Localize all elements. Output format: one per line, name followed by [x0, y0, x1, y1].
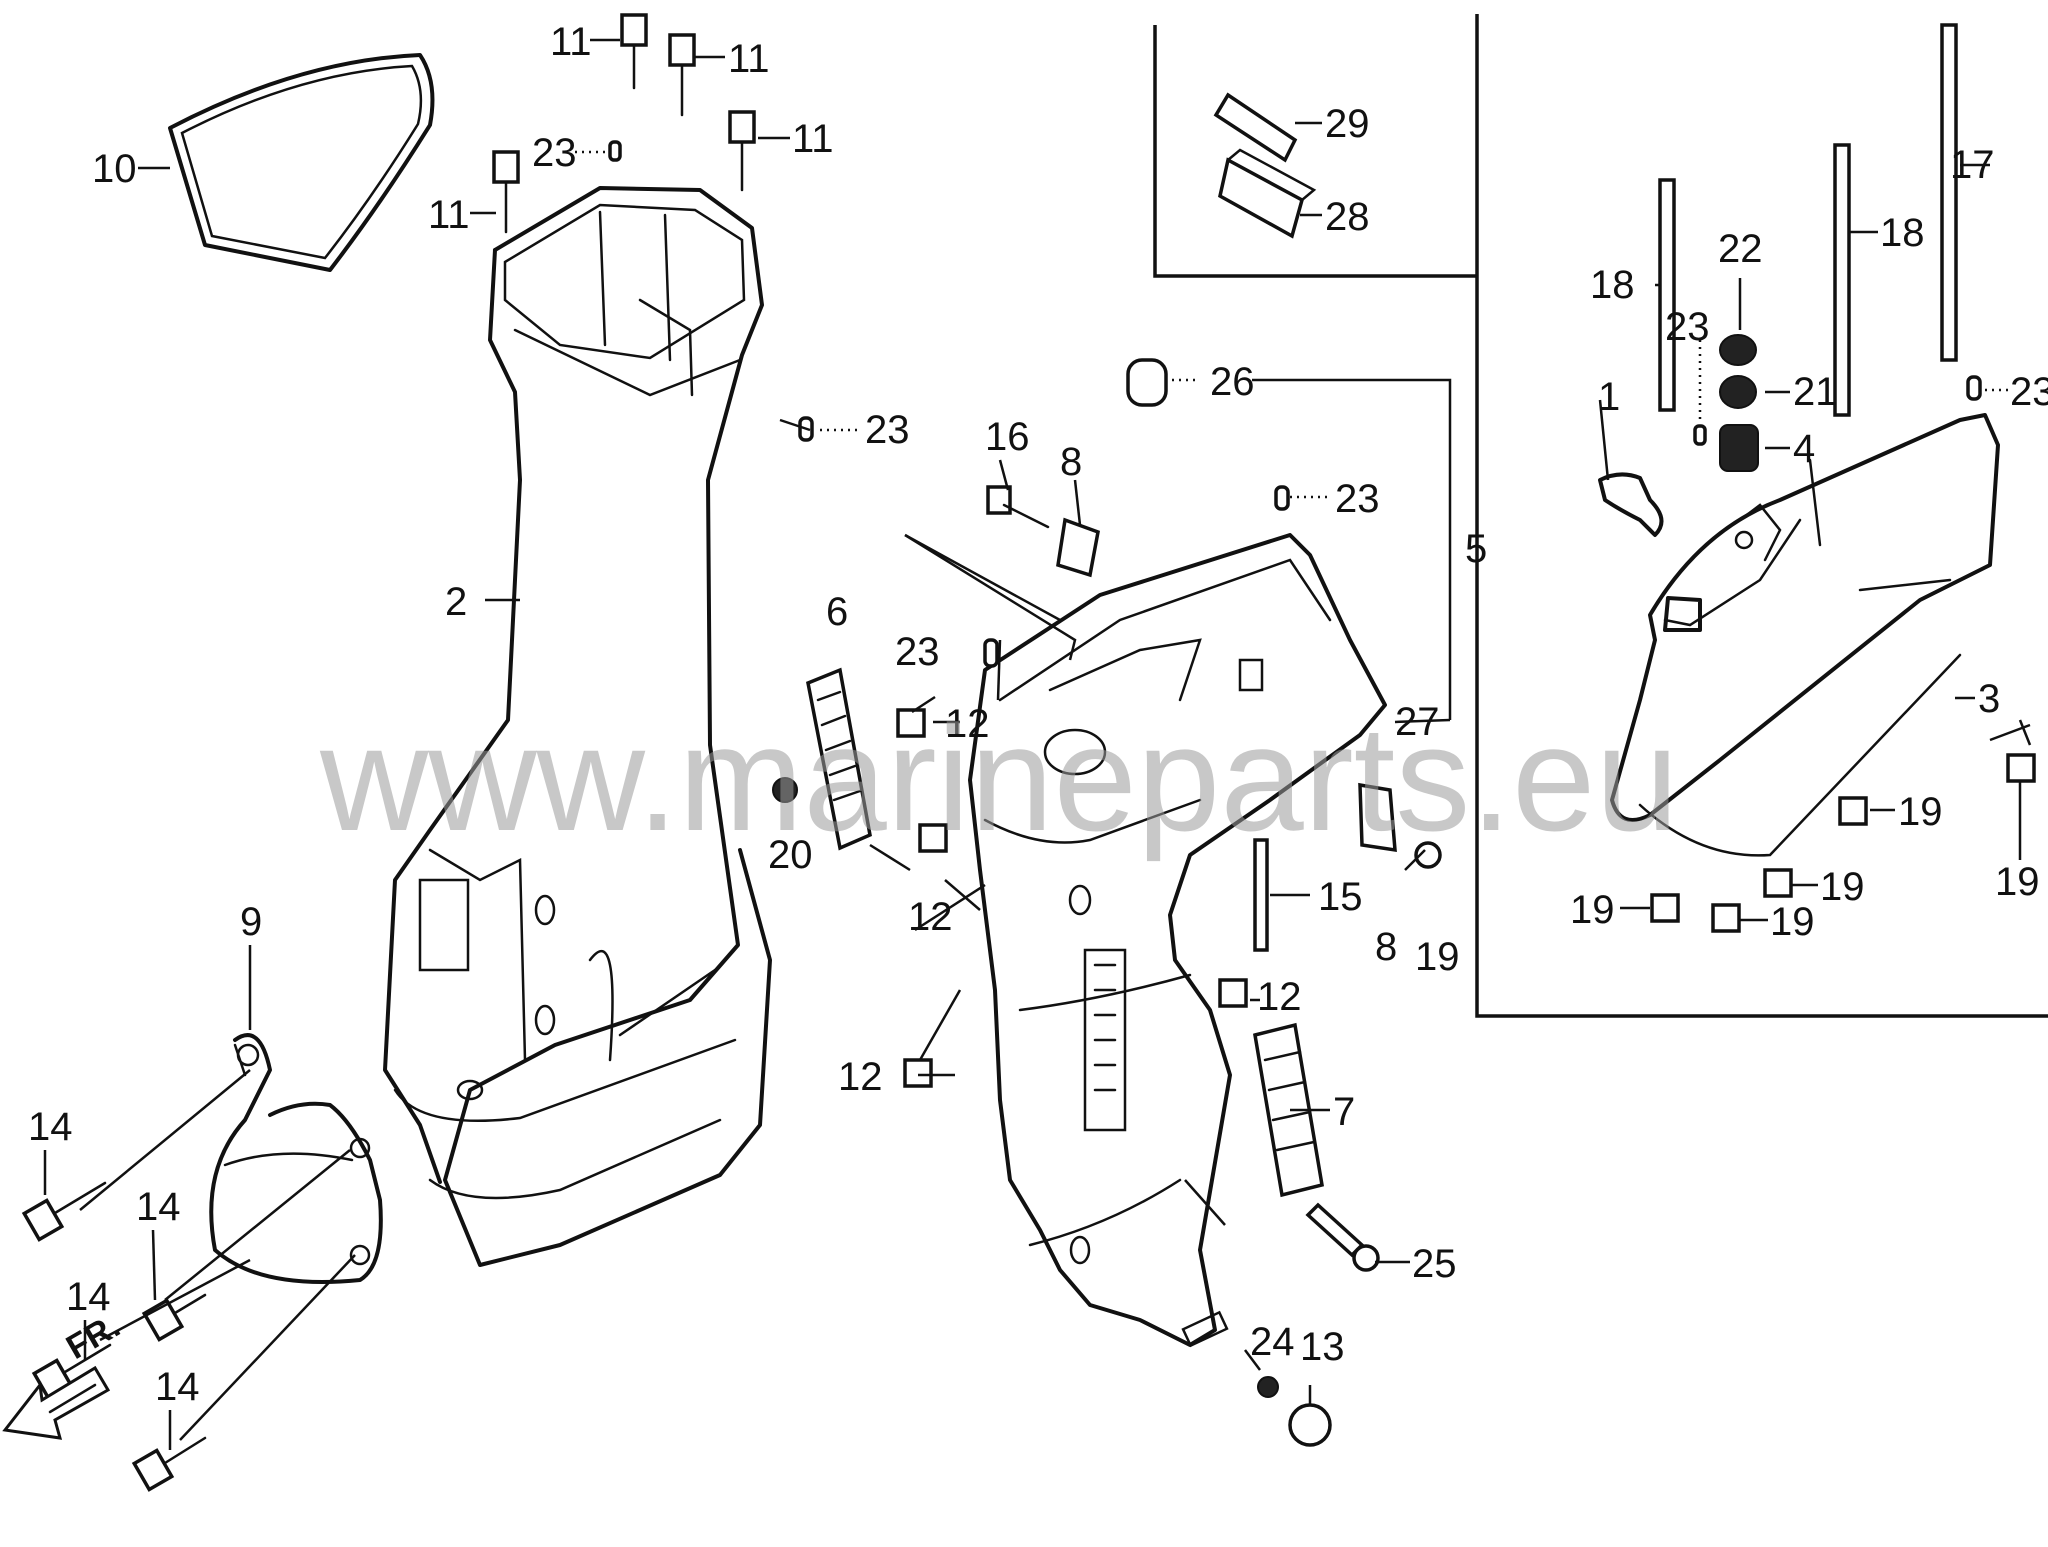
callout-22: 22 — [1718, 227, 1763, 271]
part-7-grille — [1253, 1022, 1324, 1198]
callout-9: 9 — [240, 900, 262, 944]
callout-8: 8 — [1375, 925, 1397, 969]
callout-14: 14 — [28, 1105, 73, 1149]
watermark: www.marineparts.eu — [319, 694, 1679, 862]
part-18-stud-left — [1658, 178, 1676, 412]
part-2-extension-case — [383, 186, 772, 1267]
callout-18: 18 — [1590, 263, 1635, 307]
callout-12: 12 — [838, 1055, 883, 1099]
part-8-damper — [1056, 517, 1100, 578]
part-29-grommet — [1213, 92, 1298, 163]
callout-17: 17 — [1950, 143, 1995, 187]
callout-28: 28 — [1325, 195, 1370, 239]
callout-11: 11 — [792, 117, 834, 161]
callout-19: 19 — [1898, 790, 1943, 834]
inset-frame-large — [1475, 14, 2048, 1018]
callout-12: 12 — [1257, 975, 1302, 1019]
callout-11: 11 — [428, 193, 470, 237]
part-20-washer — [772, 777, 798, 803]
callout-12: 12 — [945, 702, 990, 746]
part-19-nuts — [1414, 753, 2036, 933]
callout-20: 20 — [768, 833, 813, 877]
part-4-collar — [1719, 424, 1759, 472]
callout-10: 10 — [92, 147, 137, 191]
callout-11: 11 — [728, 37, 770, 81]
part-23-pins — [608, 140, 1982, 668]
callout-27: 27 — [1395, 700, 1440, 744]
inset-frame-small — [1153, 25, 1477, 278]
callout-8: 8 — [1060, 440, 1082, 484]
part-12-bolts — [896, 708, 1248, 1088]
callout-4: 4 — [1793, 427, 1815, 471]
callout-21: 21 — [1793, 370, 1838, 414]
callout-19: 19 — [1415, 935, 1460, 979]
callout-19: 19 — [1770, 900, 1815, 944]
part-24-washer — [1257, 1376, 1279, 1398]
callout-15: 15 — [1318, 875, 1363, 919]
callout-14: 14 — [66, 1275, 111, 1319]
part-13-plug — [1288, 1403, 1332, 1447]
leader-lines — [43, 38, 2032, 1450]
part-26-plug — [1126, 358, 1168, 407]
callout-numbers: 10 11 11 11 11 23 23 2 9 14 14 14 14 16 … — [28, 20, 2048, 1409]
callout-23: 23 — [895, 630, 940, 674]
part-22-nut — [1719, 334, 1757, 366]
part-9-mount-housing — [209, 1033, 383, 1284]
part-28-seal-block — [1218, 148, 1317, 239]
part-17-stud — [1940, 23, 1958, 362]
callout-23: 23 — [1665, 305, 1710, 349]
part-5-lower-extension-case — [968, 533, 1387, 1348]
callout-2: 2 — [445, 580, 467, 624]
part-6-grille — [806, 667, 872, 851]
callout-14: 14 — [155, 1365, 200, 1409]
part-3-oil-pan — [1610, 413, 2000, 857]
callout-19: 19 — [1820, 865, 1865, 909]
callout-11: 11 — [550, 20, 592, 64]
part-1-bracket — [1598, 472, 1664, 537]
callout-16: 16 — [985, 415, 1030, 459]
callout-1: 1 — [1598, 375, 1620, 419]
callout-18: 18 — [1880, 211, 1925, 255]
part-16-bolt — [986, 485, 1050, 529]
callout-5: 5 — [1465, 527, 1487, 571]
callout-29: 29 — [1325, 102, 1370, 146]
callout-12: 12 — [908, 895, 953, 939]
callout-23: 23 — [532, 131, 577, 175]
callout-19: 19 — [1995, 860, 2040, 904]
callout-24: 24 — [1250, 1320, 1295, 1364]
callout-23: 23 — [1335, 477, 1380, 521]
part-15-stud — [1253, 838, 1269, 952]
callout-23: 23 — [2010, 370, 2048, 414]
callout-14: 14 — [136, 1185, 181, 1229]
part-21-nut — [1719, 375, 1757, 409]
callout-3: 3 — [1978, 677, 2000, 721]
callout-7: 7 — [1333, 1090, 1355, 1134]
part-8-damper-lower — [1358, 782, 1397, 853]
callout-19: 19 — [1570, 888, 1615, 932]
part-10-seal-ring — [168, 53, 435, 272]
callout-25: 25 — [1412, 1242, 1457, 1286]
part-18-stud-right — [1833, 143, 1851, 417]
callout-6: 6 — [826, 590, 848, 634]
callout-26: 26 — [1210, 360, 1255, 404]
part-11-bolts — [492, 13, 756, 234]
part-25-screw — [1305, 1202, 1380, 1272]
callout-13: 13 — [1300, 1325, 1345, 1369]
callout-23: 23 — [865, 408, 910, 452]
